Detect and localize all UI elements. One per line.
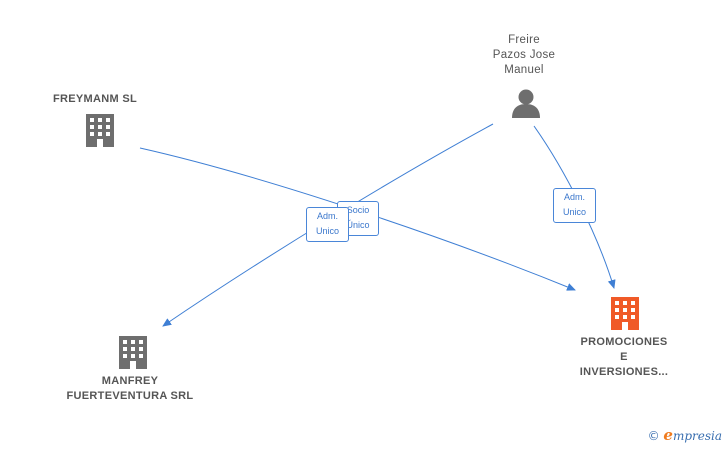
node-label-line: FUERTEVENTURA SRL [66,390,194,402]
node-label-line: PROMOCIONES [580,336,668,348]
copyright-icon: © [647,429,660,443]
node-label-line: Pazos Jose [492,49,556,61]
node-label-line: Manuel [504,64,544,76]
edge-label-adm-unico: Adm. Unico [306,207,349,242]
edge-label-line: Único [346,220,370,230]
edge-label-line: Unico [315,226,339,236]
node-label-freire: Freire Pazos Jose Manuel [469,33,579,78]
person-icon [512,89,540,118]
edge-label-line: Adm. [316,211,338,221]
node-label-freymanm: FREYMANM SL [40,92,150,107]
brand-watermark: © empresia [648,426,722,444]
node-label-line: FREYMANM SL [53,93,137,105]
brand-name: mpresia [672,429,722,443]
edge-label-line: Socio [346,205,370,215]
edge-label-adm-unico: Adm. Unico [553,188,596,223]
node-label-line: Freire [508,34,540,46]
building-icon [86,114,114,147]
node-label-line: E [620,351,628,363]
edge-label-line: Adm. [563,192,585,202]
brand-initial: e [663,426,673,444]
node-label-line: INVERSIONES... [579,366,669,378]
node-label-manfrey: MANFREY FUERTEVENTURA SRL [60,374,200,404]
node-label-line: MANFREY [101,375,159,387]
edge-label-line: Unico [562,207,586,217]
building-icon [119,336,147,369]
building-icon [611,297,639,330]
node-label-promociones: PROMOCIONES E INVERSIONES... [565,335,683,380]
